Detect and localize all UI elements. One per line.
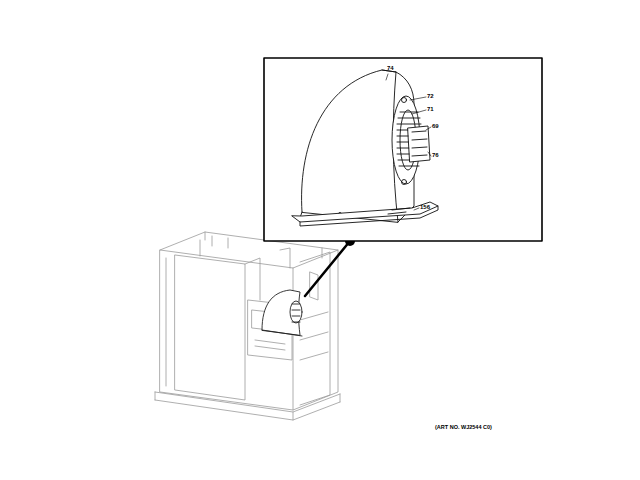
callout-number: 71	[427, 106, 434, 112]
callout-number: 156	[420, 204, 430, 210]
callout-number: 72	[427, 93, 434, 99]
callout-number: 76	[432, 152, 439, 158]
callout-number: 69	[432, 123, 439, 129]
callout-number: 74	[387, 65, 394, 71]
art-number: (ART NO. WJ2544 C0)	[435, 425, 492, 431]
